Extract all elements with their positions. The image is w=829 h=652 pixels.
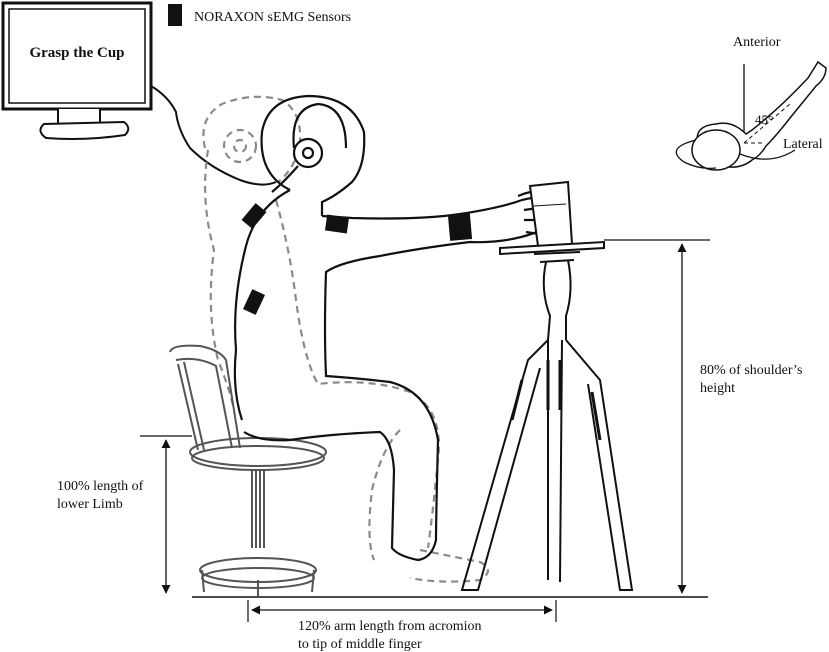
dashed-headphone — [222, 128, 258, 164]
cup-rim-line — [533, 203, 567, 207]
shoulder-height-label-1: 80% of shoulder’s — [700, 363, 802, 378]
lateral-label: Lateral — [783, 137, 823, 152]
tripod-head — [533, 251, 581, 263]
angle-label: 45° — [755, 112, 773, 127]
chair-post — [251, 470, 265, 548]
shoulders-topview — [675, 139, 796, 170]
monitor-neck — [57, 109, 101, 125]
sensor-biceps — [447, 213, 473, 241]
reference-posture-dashed — [202, 95, 490, 583]
tripod-leg-left — [460, 339, 549, 591]
tripod-locks — [510, 379, 602, 441]
anterior-label: Anterior — [733, 35, 781, 50]
headphone-band — [292, 102, 348, 149]
sensors — [241, 203, 473, 315]
sensor-deltoid — [324, 214, 350, 234]
arm-length-label-2: to tip of middle finger — [298, 637, 422, 652]
sensor-lower-trapezius — [243, 289, 265, 315]
cup — [528, 180, 574, 248]
monitor-cable — [150, 85, 277, 186]
chair-ring — [199, 557, 317, 583]
chair-backrest-inner — [175, 357, 233, 449]
tripod — [460, 240, 634, 591]
chair-backrest-outer — [169, 344, 241, 449]
tripod-leg-right — [565, 339, 634, 591]
legend: NORAXON sEMG Sensors — [168, 4, 351, 26]
monitor-text: Grasp the Cup — [29, 45, 124, 61]
subject-outline — [233, 94, 560, 562]
sensor-legend-label: NORAXON sEMG Sensors — [194, 10, 351, 25]
shoulder-height-label-2: height — [700, 381, 735, 396]
tripod-column-right — [565, 259, 572, 340]
chair — [169, 344, 327, 596]
lower-limb-label-1: 100% length of — [57, 479, 144, 494]
monitor-bezel — [8, 8, 146, 104]
cup-body — [528, 180, 574, 248]
arm-length-label-1: 120% arm length from acromion — [298, 619, 482, 634]
monitor-screen — [1, 1, 153, 111]
subject-head — [260, 94, 366, 216]
sensor-legend-swatch — [168, 4, 182, 26]
dashed-back — [203, 149, 236, 411]
chair-back-frame — [177, 361, 205, 451]
headphone-cable — [271, 165, 299, 193]
tripod-column-left — [542, 261, 552, 341]
chair-legs — [201, 569, 315, 596]
dashed-arm-leg — [274, 199, 440, 549]
sensor-upper-trapezius — [241, 203, 267, 229]
tripod-lock-center — [546, 360, 562, 410]
dashed-headphone-inner — [232, 138, 248, 154]
dashed-shin — [368, 429, 401, 561]
dashed-foot — [409, 548, 490, 583]
headphone-cup-inner — [301, 146, 315, 160]
lower-limb-label-2: lower Limb — [57, 497, 123, 512]
arm-direction-dashed — [743, 103, 791, 144]
headphone-cup — [292, 137, 324, 169]
arm-angle-inset: Anterior 45° Lateral — [675, 35, 827, 171]
head-topview — [691, 129, 741, 171]
chair-seat — [189, 437, 327, 467]
chair-seat-underside — [191, 445, 325, 471]
tripod-platform — [499, 240, 605, 256]
monitor-base — [39, 120, 130, 140]
monitor: Grasp the Cup — [1, 1, 277, 186]
